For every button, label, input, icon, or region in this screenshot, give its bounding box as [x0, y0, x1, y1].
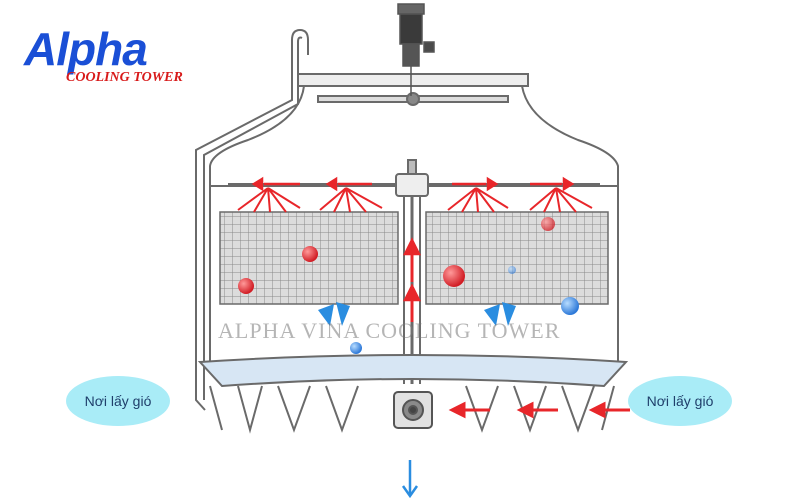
- brand-logo: Alpha COOLING TOWER: [22, 23, 183, 96]
- inlet-bubble-right: [628, 376, 732, 426]
- air-inlet-label-left: Nơi lấy gió: [84, 393, 152, 409]
- tower-shell: [209, 73, 619, 362]
- cold-air-arrows: [318, 302, 516, 326]
- support-legs: [209, 385, 615, 434]
- watermark: ALPHA VINA COOLING TOWER: [218, 318, 561, 343]
- blue-droplet-icon: [350, 266, 579, 354]
- inlet-bubble-left: [66, 376, 170, 426]
- outlet-arrow: [401, 460, 419, 499]
- air-inlet-label-right: Nơi lấy gió: [646, 393, 714, 409]
- motor-icon: [397, 3, 435, 96]
- fan-blades: [317, 92, 509, 106]
- air-inlet-arrows: [448, 401, 630, 419]
- brand-tagline: COOLING TOWER: [66, 70, 183, 85]
- red-droplet-icon: [238, 217, 555, 294]
- cold-water-basin: [197, 354, 629, 388]
- pump-icon: [393, 391, 433, 429]
- brand-name: Alpha: [24, 23, 148, 75]
- hot-water-spray: [237, 176, 593, 322]
